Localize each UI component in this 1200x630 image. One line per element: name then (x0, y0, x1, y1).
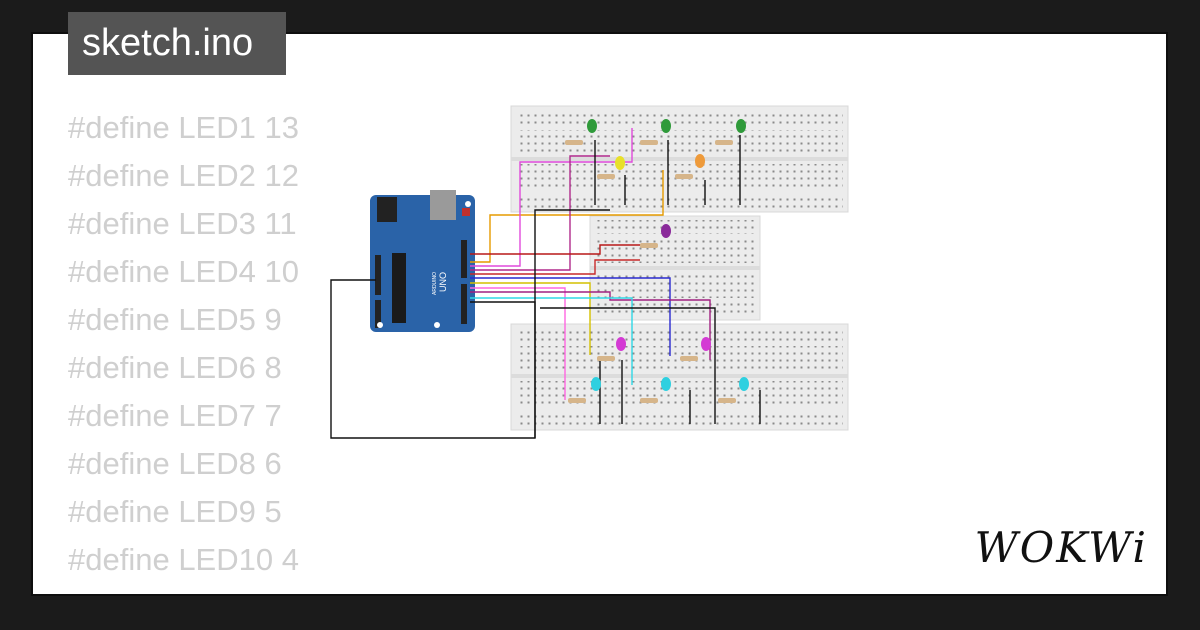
code-line: #define LED3 11 (68, 206, 297, 241)
led-green-2 (661, 119, 671, 133)
led-magenta-2 (701, 337, 711, 351)
resistors (565, 140, 736, 403)
led-magenta-1 (616, 337, 626, 351)
breadboard-bottom (510, 323, 849, 431)
code-line: #define LED9 5 (68, 494, 282, 529)
code-line: #define LED1 13 (68, 110, 299, 145)
code-preview: #define LED1 13 #define LED2 12 #define … (68, 104, 299, 594)
board-brand-label: ARDUINO (432, 272, 438, 295)
led-green-1 (587, 119, 597, 133)
preview-card: #define LED1 13 #define LED2 12 #define … (33, 34, 1166, 594)
led-green-3 (736, 119, 746, 133)
led-cyan-3 (739, 377, 749, 391)
wires (330, 128, 761, 439)
leds (587, 119, 749, 391)
led-cyan-2 (661, 377, 671, 391)
code-line: #define LED5 9 (68, 302, 282, 337)
code-line: #define LED4 10 (68, 254, 299, 289)
breadboard-middle (589, 215, 761, 321)
code-line: #define LED2 12 (68, 158, 299, 193)
led-purple (661, 224, 671, 238)
led-cyan-1 (591, 377, 601, 391)
circuit-diagram: UNO ARDUINO (330, 105, 849, 439)
breadboard-top (510, 105, 849, 213)
code-line: #define LED10 4 (68, 542, 299, 577)
board-model-label: UNO (438, 272, 448, 292)
wokwi-logo: WOKWi (974, 523, 1148, 572)
code-line: #define LED8 6 (68, 446, 282, 481)
code-line: #define LED7 7 (68, 398, 282, 433)
arduino-uno-board: UNO ARDUINO (370, 190, 475, 332)
sketch-title-tab: sketch.ino (68, 12, 286, 75)
led-orange (695, 154, 705, 168)
code-line: #define LED6 8 (68, 350, 282, 385)
led-yellow (615, 156, 625, 170)
